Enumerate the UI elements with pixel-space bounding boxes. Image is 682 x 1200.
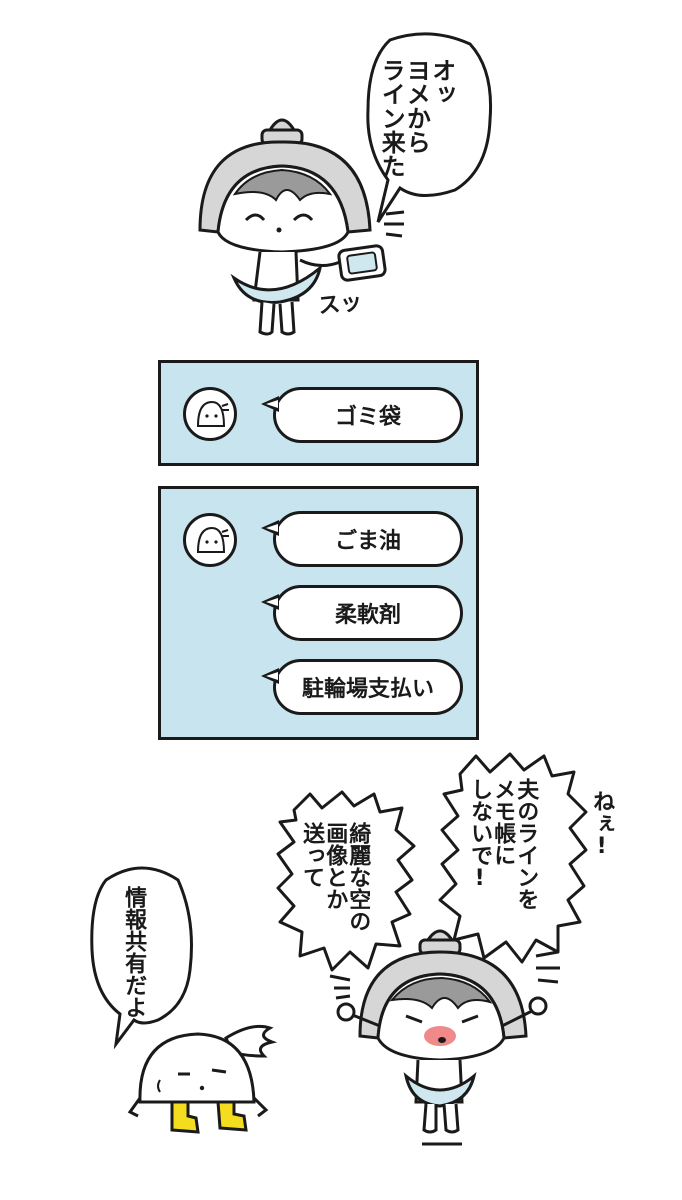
chat-tail: [261, 668, 279, 684]
chat-panel-1: ゴミ袋: [158, 360, 479, 466]
chat-message-text: ゴミ袋: [334, 405, 401, 430]
chat-message-text: 柔軟剤: [334, 603, 401, 628]
avatar-husband: [183, 387, 237, 441]
husband-face-icon: [196, 400, 229, 427]
character-wife-2: [329, 929, 560, 1146]
avatar-husband: [183, 513, 237, 567]
spiky-text-1: 夫のラインを メモ帳に しないで!: [467, 778, 539, 910]
chat-message-text: ごま油: [334, 529, 401, 554]
character-husband: [127, 1024, 278, 1134]
chat-message-2: 柔軟剤: [261, 585, 463, 641]
character-wife-1: [198, 118, 405, 336]
chat-message-3: 駐輪場支払い: [261, 659, 463, 715]
husband-speech-text: 情報共有だよ: [121, 886, 147, 1018]
chat-tail: [261, 396, 279, 412]
spiky-text-2: 綺麗な空の 画像とか 送って: [299, 822, 371, 932]
chat-message-1: ごま油: [261, 511, 463, 567]
spiky-bubble-2: [276, 790, 416, 972]
speech-bubble-husband: [90, 866, 193, 1050]
speech-bubble-1: [366, 32, 493, 223]
sfx-text: スッ: [317, 289, 364, 320]
spiky-bubble-1: [438, 752, 588, 964]
husband-face-icon: [196, 526, 229, 553]
chat-tail: [261, 594, 279, 610]
chat-panel-2: ごま油 柔軟剤 駐輪場支払い: [158, 486, 479, 740]
chat-message-text: 駐輪場支払い: [301, 677, 434, 702]
chat-message-1: ゴミ袋: [261, 387, 463, 443]
chat-tail: [261, 520, 279, 536]
exclaim-text: ねぇ!: [589, 790, 615, 859]
speech-text-1: オッ ヨメから ライン来た: [377, 58, 456, 178]
